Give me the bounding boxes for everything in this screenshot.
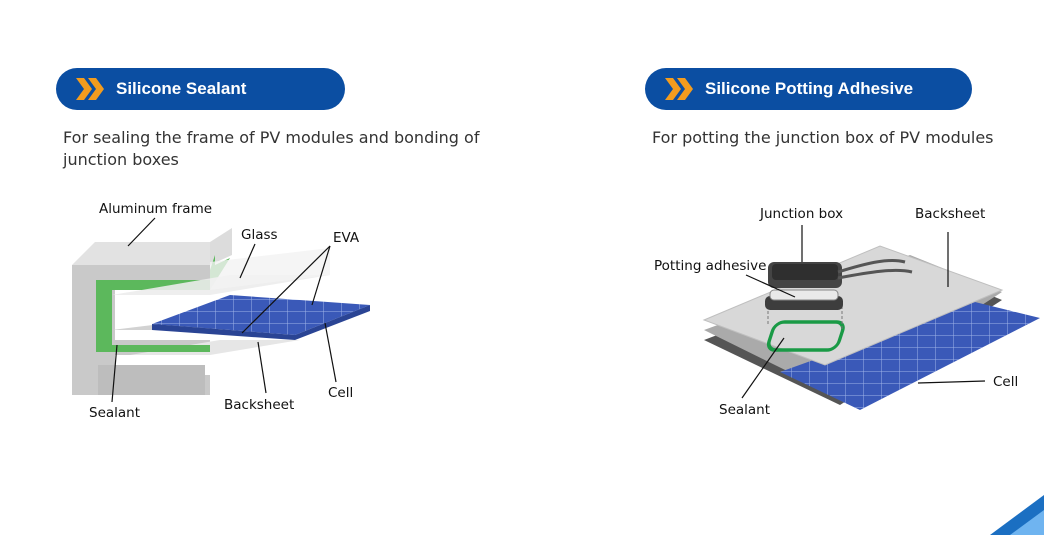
sealant-ring (766, 320, 845, 352)
label-glass: Glass (241, 227, 278, 243)
aluminum-frame-side (210, 228, 232, 265)
label-sealant: Sealant (89, 405, 141, 421)
cable (837, 258, 906, 274)
cell-array (780, 302, 1040, 410)
junction-box-face (772, 264, 838, 280)
double-chevron-icon (76, 78, 104, 100)
potting-adhesive-layer-top (769, 289, 839, 301)
double-chevron-icon (665, 78, 693, 100)
section-header-silicone-potting-adhesive: Silicone Potting Adhesive (645, 68, 972, 110)
label-cell: Cell (328, 385, 354, 401)
pv-module-junction-box (702, 245, 1040, 410)
label-aluminum-frame: Aluminum frame (99, 201, 213, 217)
label-backsheet: Backsheet (224, 397, 295, 413)
right-leader-lines (741, 225, 986, 399)
description-line: junction boxes (63, 150, 179, 169)
cable (837, 268, 913, 280)
section-title: Silicone Sealant (116, 79, 247, 98)
label-junction-box: Junction box (760, 206, 844, 222)
corner-accent-light (1010, 510, 1044, 535)
label-sealant: Sealant (719, 402, 771, 418)
cell-array-side (295, 305, 370, 340)
label-backsheet: Backsheet (915, 206, 986, 222)
cell-array-edge (152, 324, 295, 340)
section-header-silicone-sealant: Silicone Sealant (56, 68, 345, 110)
section-description: For potting the junction box of PV modul… (652, 128, 994, 147)
section-title: Silicone Potting Adhesive (705, 79, 914, 98)
label-cell: Cell (993, 374, 1019, 390)
glass-layer-top (210, 248, 330, 290)
description-line: For sealing the frame of PV modules and … (63, 128, 480, 147)
label-eva: EVA (333, 230, 360, 246)
section-description: For sealing the frame of PV modules and … (63, 127, 493, 171)
left-leader-lines (111, 217, 337, 403)
aluminum-frame (72, 242, 210, 265)
pv-frame-cross-section (72, 228, 370, 395)
label-potting-adhesive: Potting adhesive (654, 258, 767, 274)
aluminum-frame-bottom (98, 365, 205, 395)
